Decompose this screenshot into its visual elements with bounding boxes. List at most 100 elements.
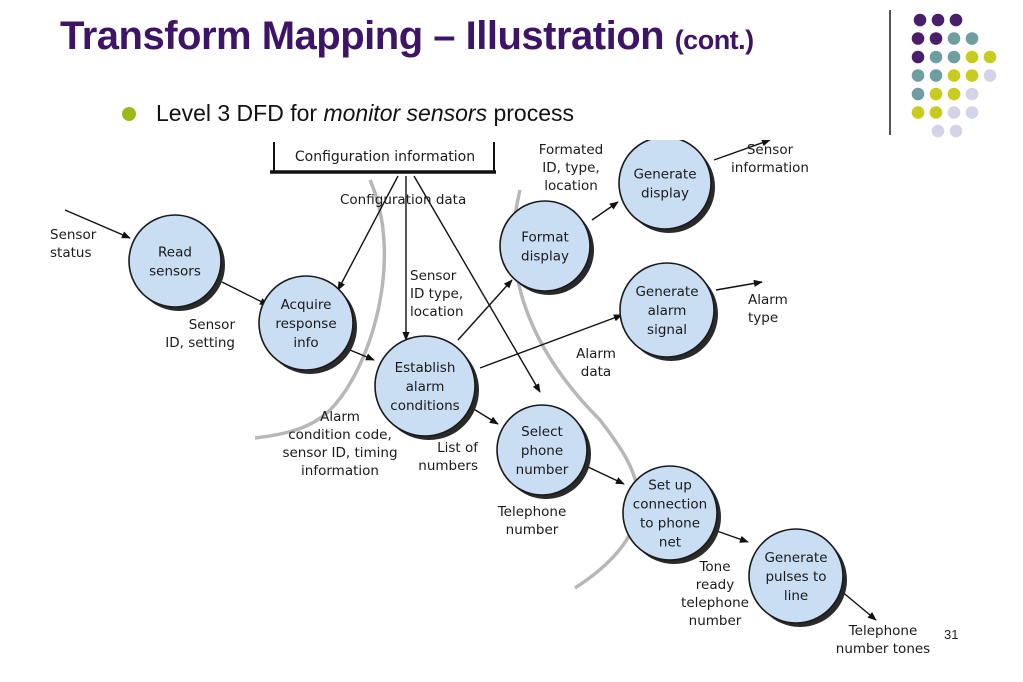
flow-sensor-info bbox=[713, 140, 771, 161]
process-label: number bbox=[516, 462, 569, 478]
flow-setup-to-pulses bbox=[713, 529, 749, 543]
deco-dot bbox=[931, 124, 945, 138]
flow-label-line: condition code, bbox=[288, 427, 392, 443]
slide-number: 31 bbox=[944, 627, 959, 642]
process-label: info bbox=[293, 335, 318, 351]
process-bubble bbox=[496, 404, 588, 496]
bullet-item: Level 3 DFD for monitor sensors process bbox=[122, 100, 574, 127]
process-bubble bbox=[748, 528, 844, 624]
dot-grid-decoration bbox=[911, 13, 997, 138]
flow-tel-tones bbox=[839, 589, 877, 621]
process-label: Generate bbox=[764, 550, 827, 566]
deco-dot bbox=[929, 32, 943, 45]
deco-dot bbox=[929, 50, 943, 64]
flow-sensor-status bbox=[64, 209, 131, 239]
process-label: net bbox=[659, 535, 681, 551]
flow-establish-to-format bbox=[457, 279, 513, 341]
deco-dot bbox=[965, 106, 979, 119]
flow-establish-to-genalarm bbox=[479, 314, 623, 369]
process-bubble bbox=[619, 262, 715, 358]
flow-config-to-select bbox=[413, 175, 541, 393]
flow-label-line: Alarm bbox=[748, 292, 788, 308]
flow-establish-to-select bbox=[471, 407, 499, 425]
flow-label-line: Tone bbox=[698, 559, 730, 575]
process-label: display bbox=[641, 186, 689, 202]
flow-label-line: ID type, bbox=[410, 286, 463, 302]
flow-label-line: sensor ID, timing bbox=[282, 445, 397, 461]
process-label: response bbox=[275, 316, 336, 332]
flow-label-line: telephone bbox=[681, 595, 749, 611]
process-label: Format bbox=[521, 230, 569, 246]
data-store-label: Configuration information bbox=[295, 149, 475, 165]
process-bubble bbox=[258, 275, 354, 371]
flow-format-to-gendisplay bbox=[591, 201, 619, 221]
deco-dot bbox=[983, 50, 997, 64]
bullet-prefix: Level 3 DFD for bbox=[156, 100, 324, 126]
flow-label-line: Alarm bbox=[320, 409, 360, 425]
flow-label-alarm-type: Alarm type bbox=[748, 292, 788, 326]
flow-label-line: number tones bbox=[836, 641, 930, 657]
deco-dot bbox=[949, 124, 963, 138]
flow-label-line: Sensor bbox=[410, 268, 457, 284]
deco-dot bbox=[965, 69, 979, 82]
flow-label-line: Telephone bbox=[848, 623, 918, 639]
deco-dot bbox=[929, 106, 943, 119]
flow-acquire-to-establish bbox=[349, 349, 375, 361]
flow-label-line: Telephone bbox=[497, 504, 567, 520]
process-label: line bbox=[784, 588, 808, 604]
slide-title: Transform Mapping – Illustration (cont.) bbox=[60, 14, 754, 59]
flow-label-line: Sensor bbox=[189, 317, 236, 333]
flow-label-line: data bbox=[581, 364, 611, 380]
process-label: sensors bbox=[149, 264, 201, 280]
process-label: Generate bbox=[635, 284, 698, 300]
flow-label-line: type bbox=[748, 310, 778, 326]
deco-dot bbox=[931, 13, 945, 27]
deco-dot bbox=[983, 69, 997, 82]
flow-lines bbox=[64, 140, 877, 621]
title-main: Transform Mapping – Illustration bbox=[60, 14, 665, 58]
process-label: signal bbox=[647, 322, 687, 338]
bullet-dot-icon bbox=[122, 107, 136, 121]
deco-dot bbox=[947, 87, 961, 101]
deco-dot bbox=[929, 87, 943, 101]
deco-dot bbox=[949, 13, 963, 27]
process-label: Set up bbox=[648, 478, 692, 494]
flow-label-line: information bbox=[301, 463, 379, 479]
flow-label-alarm-condition: Alarm condition code, sensor ID, timing inf… bbox=[282, 409, 397, 479]
process-bubble bbox=[128, 214, 222, 308]
flow-label-line: number bbox=[689, 613, 742, 629]
title-suffix: (cont.) bbox=[674, 25, 754, 55]
deco-dot bbox=[911, 87, 925, 101]
bullet-italic: monitor sensors bbox=[323, 100, 488, 126]
flow-select-to-setup bbox=[585, 465, 625, 485]
flow-label-tel-tones: Telephone number tones bbox=[836, 623, 930, 657]
process-acquire: Acquire response info bbox=[258, 275, 357, 374]
deco-dot bbox=[947, 50, 961, 64]
title-divider bbox=[889, 10, 891, 135]
deco-dot bbox=[965, 50, 979, 64]
process-bubble bbox=[499, 200, 591, 292]
process-bubble bbox=[622, 465, 718, 561]
flow-label-line: ID, type, bbox=[542, 160, 599, 176]
process-label: alarm bbox=[406, 379, 445, 395]
flow-label-line: Formated bbox=[539, 142, 603, 158]
flow-label-line: List of bbox=[437, 440, 479, 456]
flow-label-sensor-info: Sensor information bbox=[731, 142, 809, 176]
flow-label-line: number bbox=[506, 522, 559, 538]
boundary-curve-left bbox=[254, 179, 387, 440]
process-label: Select bbox=[521, 424, 563, 440]
process-label: Acquire bbox=[281, 297, 332, 313]
deco-dot bbox=[965, 87, 979, 101]
deco-dot bbox=[965, 32, 979, 45]
process-bubble bbox=[618, 140, 712, 230]
flow-label-line: Sensor bbox=[747, 142, 794, 158]
flow-label-line: information bbox=[731, 160, 809, 176]
